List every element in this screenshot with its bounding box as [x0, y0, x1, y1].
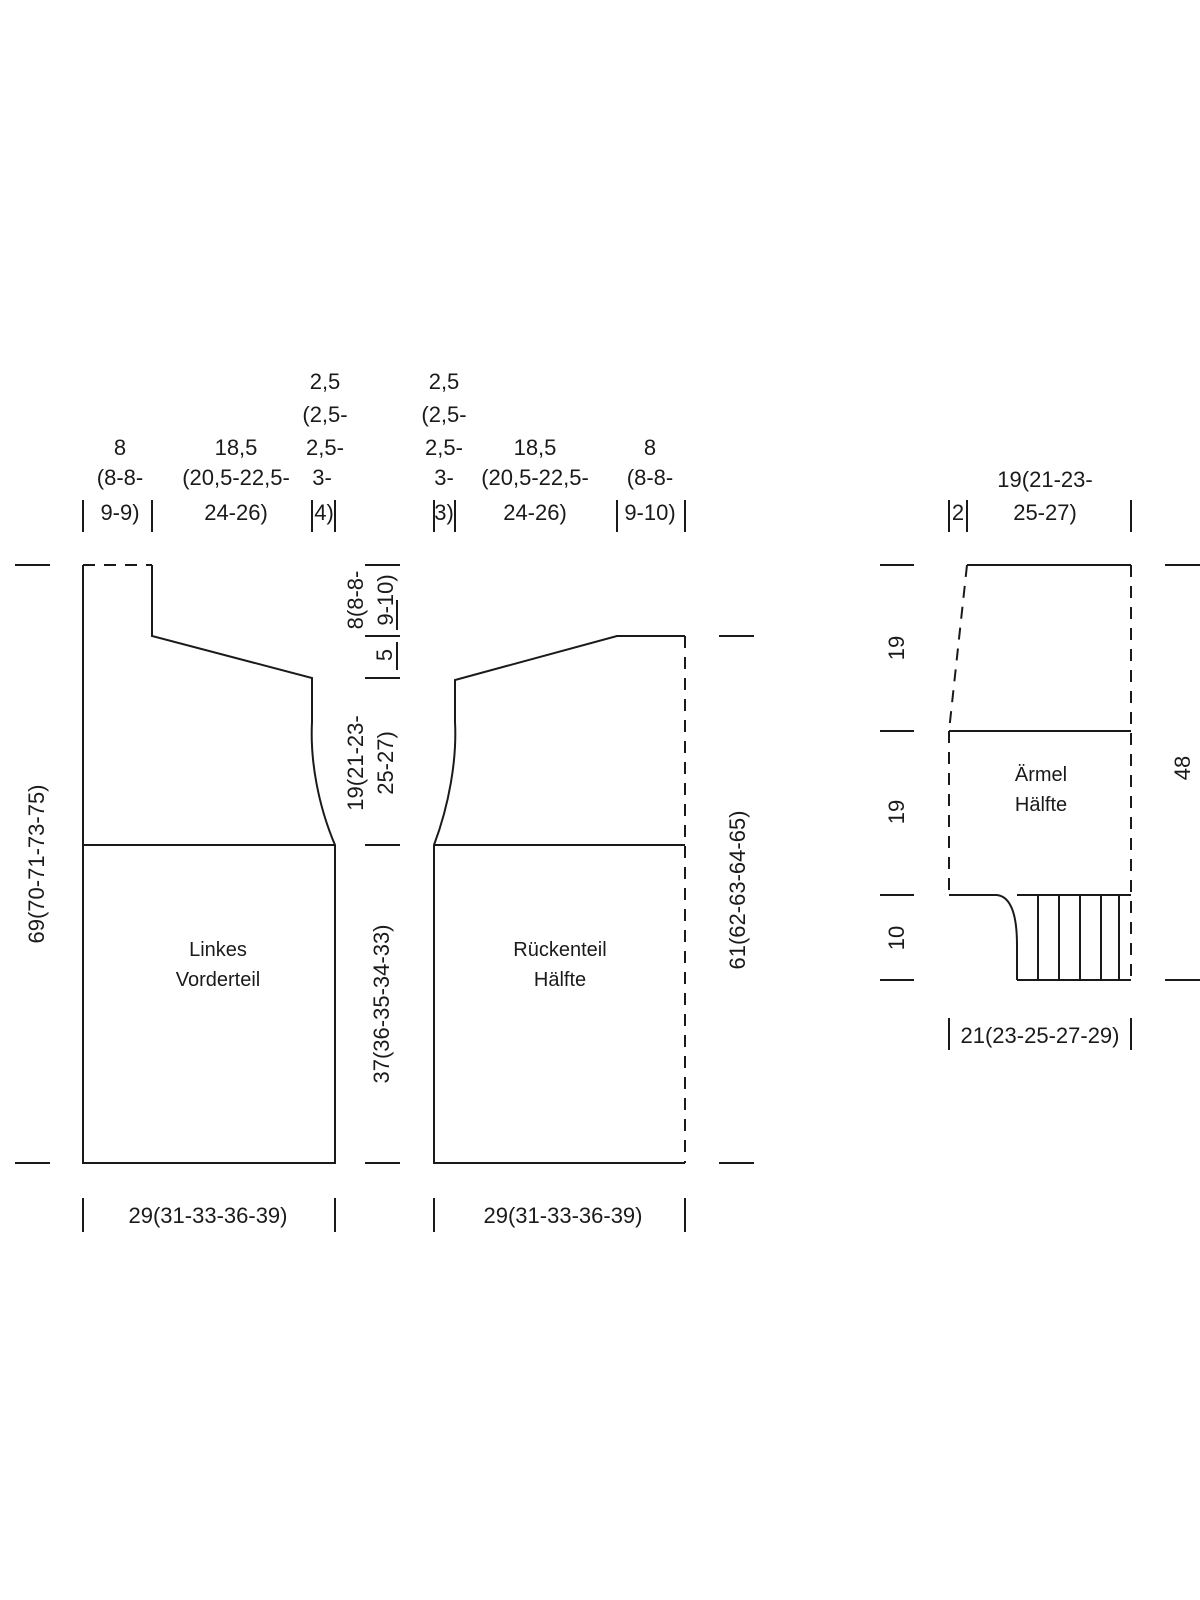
sleeve-cuff-curve: [996, 894, 1018, 980]
bottom-width-labels: 29(31-33-36-39) 29(31-33-36-39): [129, 1203, 643, 1228]
front-shoulder-edge-l3: 9-9): [100, 500, 139, 525]
sleeve-top-offset: 2: [952, 500, 964, 525]
back-neck-l1: 2,5: [429, 369, 460, 394]
front-shoulder-slope-l2: (20,5-22,5-: [182, 465, 290, 490]
sleeve-cuff-height: 10: [884, 926, 909, 950]
front-neck-l1: 2,5: [310, 369, 341, 394]
front-piece-name-2: Vorderteil: [176, 969, 261, 991]
sleeve-upper-height: 19: [884, 636, 909, 660]
back-neck-l3: 2,5-: [425, 435, 463, 460]
front-neck-l5: 4): [314, 500, 334, 525]
width-ticks-top: [82, 500, 1132, 532]
back-neck-l5: 3): [434, 500, 454, 525]
front-shoulder-slope-l1: 18,5: [215, 435, 258, 460]
front-width-label: 29(31-33-36-39): [129, 1203, 288, 1228]
front-shoulder-edge-l1: 8: [114, 435, 126, 460]
front-outline: [82, 565, 336, 1164]
sleeve-rib-lines: [1037, 895, 1120, 980]
sleeve-top-width-l1: 19(21-23-: [997, 467, 1092, 492]
sleeve-width-labels: 2 19(21-23- 25-27) 21(23-25-27-29): [952, 467, 1120, 1048]
armhole-l1: 19(21-23-: [343, 715, 368, 810]
front-height-label: 69(70-71-73-75): [24, 785, 49, 944]
sleeve-piece: Ärmel Hälfte: [948, 564, 1132, 981]
neck-depth-l2: 9-10): [373, 574, 398, 625]
back-shoulder-edge-l2: (8-8-: [627, 465, 673, 490]
sleeve-total-height: 48: [1170, 756, 1195, 780]
back-outline: [433, 635, 685, 1164]
neck-depth-l1: 8(8-8-: [343, 571, 368, 630]
back-shoulder-slope-l2: (20,5-22,5-: [481, 465, 589, 490]
back-neck-l4: 3-: [434, 465, 454, 490]
front-shoulder-slope-l3: 24-26): [204, 500, 268, 525]
sleeve-mid-height: 19: [884, 800, 909, 824]
body-height-label: 37(36-35-34-33): [369, 925, 394, 1084]
back-width-label: 29(31-33-36-39): [484, 1203, 643, 1228]
vertical-labels: 69(70-71-73-75) 8(8-8- 9-10) 5 19(21-23-…: [24, 571, 1195, 1084]
front-neck-l4: 3-: [312, 465, 332, 490]
back-shoulder-edge-l1: 8: [644, 435, 656, 460]
sleeve-piece-name-2: Hälfte: [1015, 794, 1067, 816]
front-top-labels: 8 (8-8- 9-9) 18,5 (20,5-22,5- 24-26) 2,5…: [97, 369, 348, 525]
back-shoulder-slope-l1: 18,5: [514, 435, 557, 460]
width-ticks-bottom: [82, 1018, 1132, 1232]
back-top-labels: 2,5 (2,5- 2,5- 3- 3) 18,5 (20,5-22,5- 24…: [421, 369, 675, 525]
level-ticks: [15, 564, 1200, 1164]
armhole-l2: 25-27): [373, 731, 398, 795]
back-piece-name-2: Hälfte: [534, 969, 586, 991]
front-neck-l3: 2,5-: [306, 435, 344, 460]
front-piece-name-1: Linkes: [189, 939, 247, 961]
back-height-label: 61(62-63-64-65): [725, 811, 750, 970]
back-shoulder-edge-l3: 9-10): [624, 500, 675, 525]
sleeve-top-width-l2: 25-27): [1013, 500, 1077, 525]
front-neck-l2: (2,5-: [302, 402, 347, 427]
left-front-piece: Linkes Vorderteil: [82, 564, 336, 1164]
back-half-piece: Rückenteil Hälfte: [433, 635, 686, 1164]
back-piece-name-1: Rückenteil: [513, 939, 606, 961]
sleeve-piece-name-1: Ärmel: [1015, 764, 1067, 786]
back-shoulder-slope-l3: 24-26): [503, 500, 567, 525]
shoulder-drop-label: 5: [372, 649, 397, 661]
sleeve-slope-edge: [948, 564, 968, 732]
sleeve-bottom-width: 21(23-25-27-29): [961, 1023, 1120, 1048]
front-shoulder-edge-l2: (8-8-: [97, 465, 143, 490]
back-neck-l2: (2,5-: [421, 402, 466, 427]
